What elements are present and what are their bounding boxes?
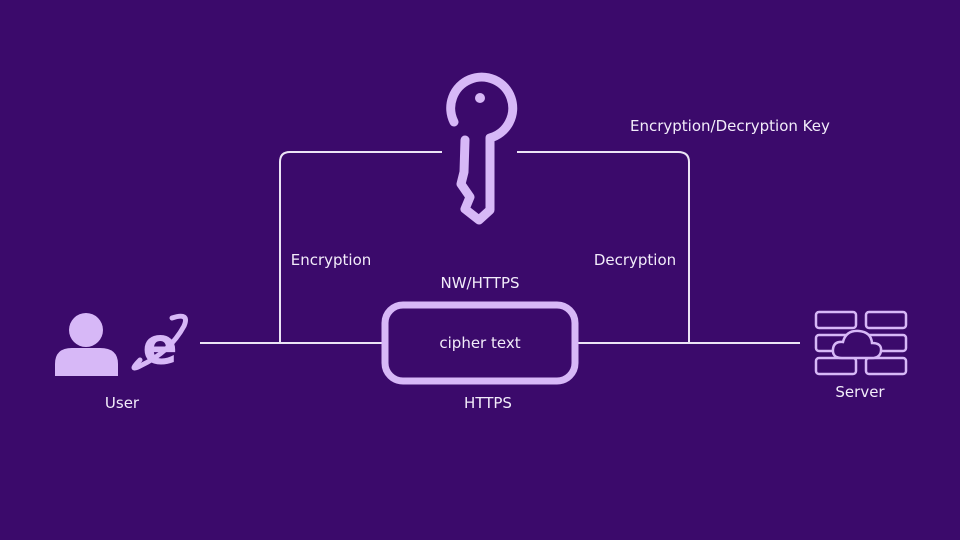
- encryption-path: [279, 151, 442, 343]
- decryption-label: Decryption: [593, 251, 677, 269]
- cipher-text-box: [381, 301, 579, 385]
- svg-text:e: e: [142, 317, 177, 377]
- internet-explorer-icon: e: [131, 313, 188, 377]
- key-label: Encryption/Decryption Key: [630, 117, 830, 135]
- user-icon: [55, 313, 118, 376]
- server-label: Server: [835, 383, 885, 401]
- https-label: HTTPS: [464, 394, 512, 412]
- user-label: User: [104, 394, 140, 412]
- connector-lines: [200, 151, 800, 344]
- encryption-label: Encryption: [290, 251, 372, 269]
- server-cloud-icon: [814, 310, 908, 376]
- nw-https-label: NW/HTTPS: [440, 274, 520, 292]
- key-icon: [446, 72, 518, 225]
- decryption-path: [517, 151, 690, 343]
- cipher-text-label: cipher text: [439, 334, 521, 352]
